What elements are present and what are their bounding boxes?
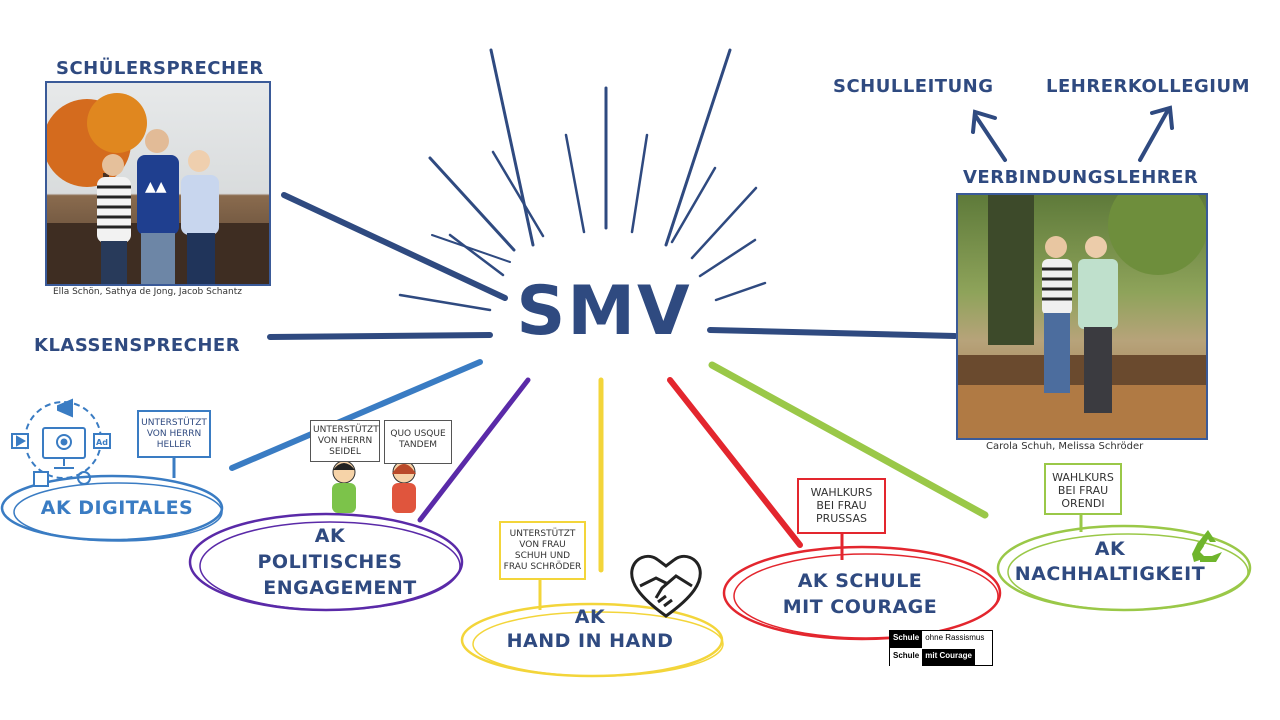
- schulleitung-label: SCHULLEITUNG: [833, 76, 994, 97]
- digitales-title: AK DIGITALES: [40, 497, 194, 519]
- badge-row-1: Schule ohne Rassismus: [890, 631, 992, 648]
- teachers-caption: Carola Schuh, Melissa Schröder: [986, 441, 1144, 452]
- courage-sign: WAHLKURS BEI FRAU PRUSSAS: [797, 478, 886, 534]
- nachhaltigkeit-title-line1: AK: [1094, 538, 1126, 560]
- badge-row1-right: ohne Rassismus: [925, 633, 985, 642]
- schule-ohne-rassismus-badge: Schule ohne Rassismus Schule mit Courage: [889, 630, 993, 666]
- courage-title-line1: AK SCHULE: [797, 570, 923, 592]
- people-illustration: [332, 460, 416, 513]
- teachers-image: [958, 195, 1206, 438]
- students-photo: ▲▲: [45, 81, 271, 286]
- handinhand-title-line1: AK: [574, 606, 606, 628]
- handshake-heart-icon: [630, 554, 702, 618]
- politisches-sign-1: UNTERSTÜTZT VON HERRN SEIDEL: [310, 420, 380, 462]
- politisches-title-line3: ENGAGEMENT: [263, 577, 417, 599]
- badge-row2-left: Schule: [890, 649, 923, 666]
- handinhand-title-line2: HAND IN HAND: [506, 630, 674, 652]
- recycle-icon: [1192, 530, 1222, 562]
- politisches-title-line1: AK: [314, 525, 346, 547]
- teachers-photo: [956, 193, 1208, 440]
- courage-title-line2: MIT COURAGE: [782, 596, 938, 618]
- politisches-sign-2: QUO USQUE TANDEM: [384, 420, 452, 464]
- badge-row-2: Schule mit Courage: [890, 648, 992, 666]
- badge-row1-left: Schule: [890, 631, 923, 648]
- center-title: SMV: [516, 272, 692, 351]
- klassensprecher-label: KLASSENSPRECHER: [34, 335, 241, 356]
- students-caption: Ella Schön, Sathya de Jong, Jacob Schant…: [53, 287, 242, 297]
- svg-text:Ad: Ad: [96, 438, 108, 447]
- politisches-title-line2: POLITISCHES: [257, 551, 403, 573]
- nachhaltigkeit-title-line2: NACHHALTIGKEIT: [1014, 563, 1206, 585]
- lehrerkollegium-label: LEHRERKOLLEGIUM: [1046, 76, 1251, 97]
- digitales-sign: UNTERSTÜTZT VON HERRN HELLER: [137, 410, 211, 458]
- svg-text:▲▲: ▲▲: [145, 179, 167, 195]
- digital-media-icon: Ad: [11, 398, 111, 487]
- nachhaltigkeit-sign: WAHLKURS BEI FRAU ORENDI: [1044, 463, 1122, 515]
- handinhand-sign: UNTERSTÜTZT VON FRAU SCHUH UND FRAU SCHR…: [499, 521, 586, 580]
- schuelersprecher-label: SCHÜLERSPRECHER: [56, 58, 264, 79]
- verbindungslehrer-label: VERBINDUNGSLEHRER: [963, 167, 1199, 188]
- students-image: ▲▲: [47, 93, 269, 284]
- badge-row2-right: mit Courage: [922, 649, 975, 666]
